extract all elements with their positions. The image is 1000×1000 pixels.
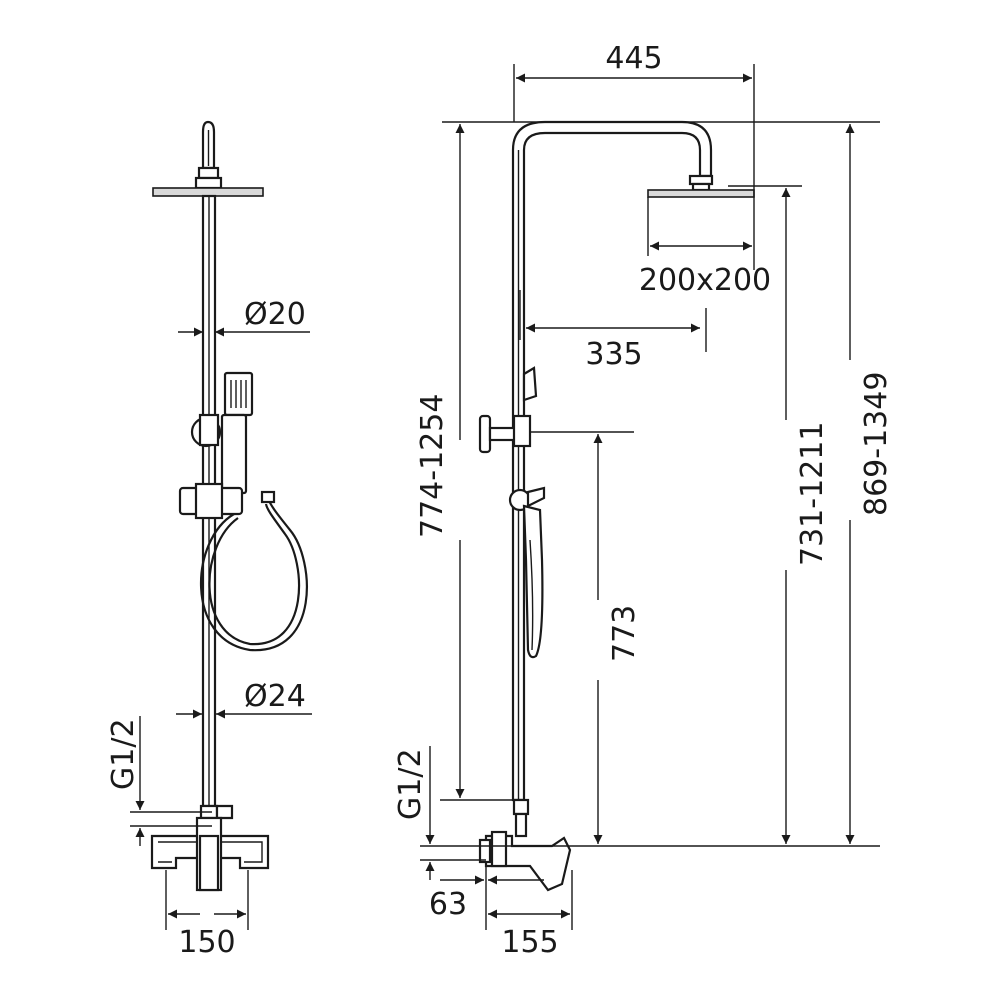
side-view: 445 200x200 335 774-1254 773 731-1211 86… — [393, 41, 894, 960]
front-view: Ø20 Ø24 G1/2 150 — [106, 120, 312, 960]
side-dim-head-height: 731-1211 — [795, 422, 830, 566]
side-dim-handshower-offset: 335 — [585, 337, 642, 372]
front-hand-shower-head — [223, 371, 254, 417]
side-dim-inlet-offset: 63 — [429, 887, 467, 922]
front-thread-label: G1/2 — [106, 718, 141, 790]
side-dim-bar-height: 774-1254 — [415, 394, 450, 538]
side-thread-label: G1/2 — [393, 748, 428, 820]
front-dim-pipe-upper: Ø20 — [244, 297, 306, 332]
side-shower-head — [647, 189, 755, 198]
front-hose — [199, 497, 308, 652]
side-hand-shower — [522, 504, 544, 659]
front-dim-mixer-width: 150 — [178, 925, 235, 960]
side-dim-slider-height: 773 — [607, 605, 642, 662]
side-dim-head-size: 200x200 — [639, 263, 771, 298]
front-shower-head — [152, 187, 264, 197]
front-hand-shower-handle — [220, 413, 248, 495]
front-dim-pipe-lower: Ø24 — [244, 679, 306, 714]
side-dim-mixer-depth: 155 — [501, 925, 558, 960]
side-knob — [478, 414, 492, 454]
side-main-pipe — [511, 120, 713, 802]
side-dim-arm-reach: 445 — [605, 41, 662, 76]
side-dim-total-height: 869-1349 — [859, 372, 894, 516]
